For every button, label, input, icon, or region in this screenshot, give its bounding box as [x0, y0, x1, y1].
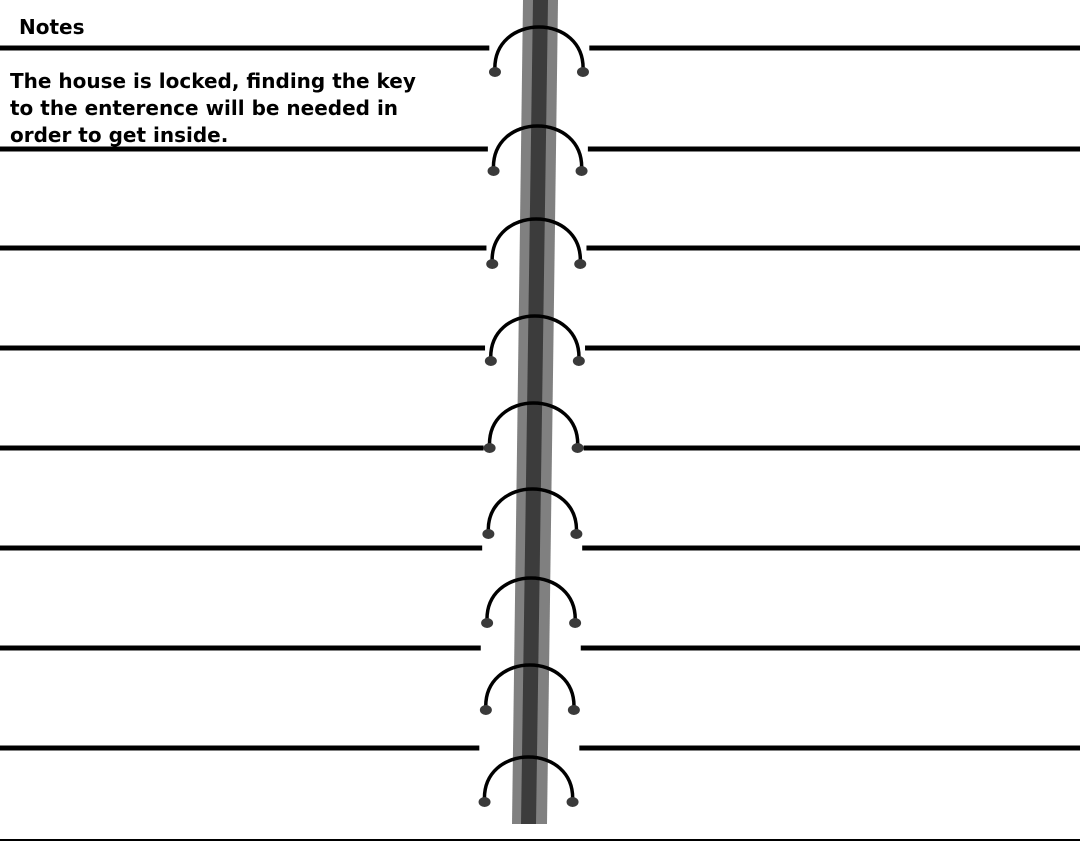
ring-end-left: [484, 356, 497, 366]
ring-end-right: [566, 797, 579, 807]
ring-end-left: [483, 443, 496, 453]
ring-arc: [485, 576, 577, 624]
page-title: Notes: [19, 15, 85, 39]
ring-end-left: [482, 529, 495, 539]
binding-ring-icon: [482, 487, 583, 539]
ring-arc: [490, 217, 582, 265]
spine-inner: [521, 0, 548, 824]
ring-end-right: [576, 67, 589, 77]
ring-end-left: [487, 166, 500, 176]
binding-ring-icon: [478, 755, 579, 807]
binding-ring-icon: [481, 576, 582, 628]
binding-rings: [478, 25, 589, 807]
ring-arc: [484, 663, 576, 711]
ring-end-right: [572, 356, 585, 366]
ring-end-right: [569, 618, 582, 628]
ring-end-right: [574, 259, 587, 269]
ring-arc: [489, 314, 581, 362]
ring-arc: [482, 755, 575, 803]
ring-end-left: [481, 618, 494, 628]
binding-ring-icon: [488, 25, 589, 77]
ring-end-right: [567, 705, 580, 715]
ring-arc: [486, 487, 579, 535]
ring-end-right: [570, 529, 583, 539]
binding-ring-icon: [486, 217, 587, 269]
ring-end-left: [479, 705, 492, 715]
ring-end-left: [478, 797, 491, 807]
page-bottom-border: [0, 839, 1080, 841]
ring-end-right: [571, 443, 584, 453]
ruled-lines: [0, 45, 1080, 751]
ring-end-right: [575, 166, 588, 176]
binding-ring-icon: [483, 401, 584, 453]
ring-end-left: [488, 67, 501, 77]
spiral-binding-icon: [512, 0, 558, 824]
ring-end-left: [486, 259, 499, 269]
binding-ring-icon: [484, 314, 585, 366]
ring-arc: [487, 401, 580, 449]
binding-ring-icon: [479, 663, 580, 715]
binding-ring-icon: [487, 124, 588, 176]
ring-arc: [493, 25, 585, 73]
notes-text: The house is locked, finding the key to …: [10, 69, 416, 147]
ring-arc: [491, 124, 584, 172]
